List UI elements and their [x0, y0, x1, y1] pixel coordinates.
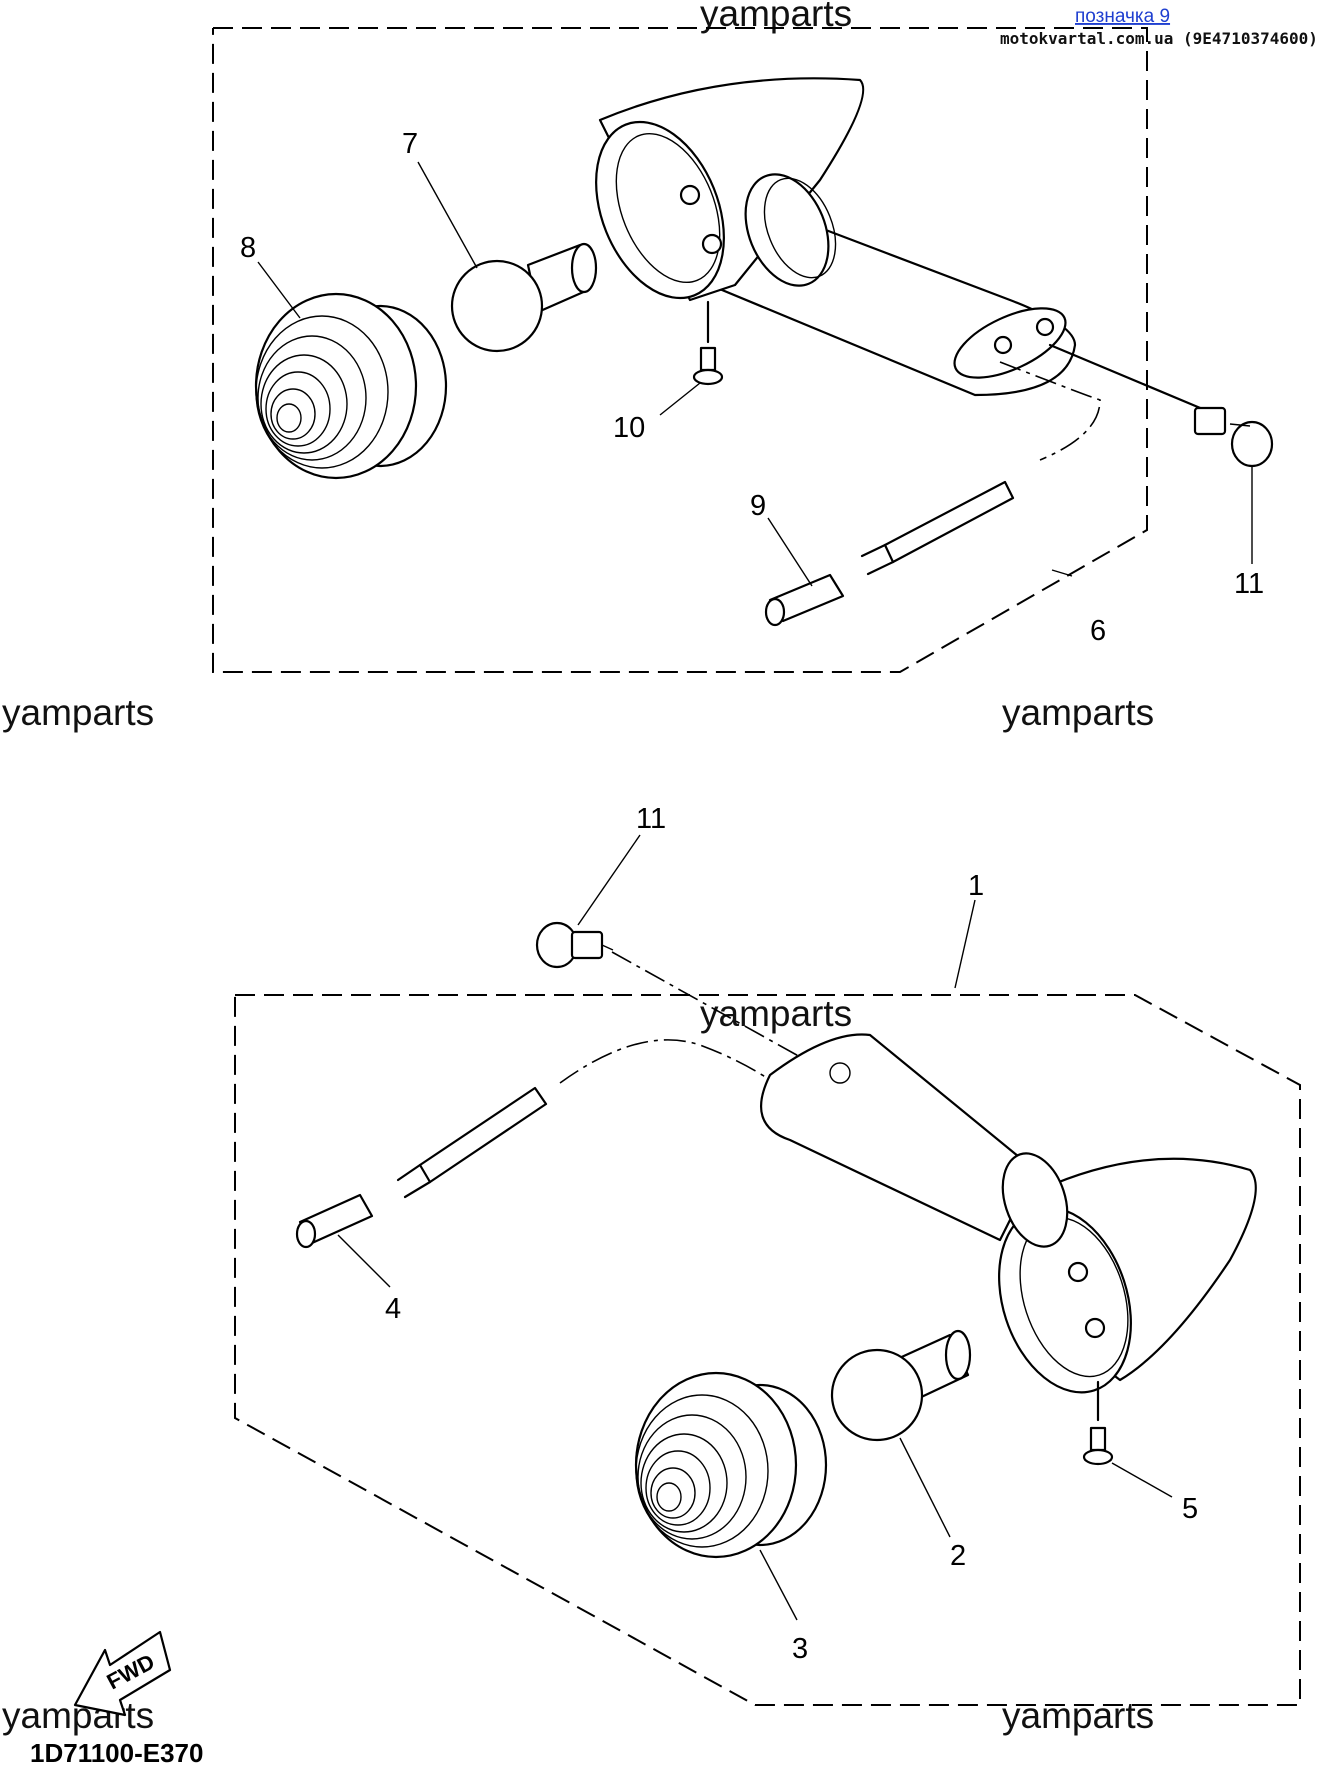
upper-bulb [450, 242, 598, 353]
upper-assembly-boundary [212, 27, 1148, 673]
watermark-mid-right: yamparts [1002, 692, 1154, 733]
watermark-bottom-right: yamparts [1002, 1695, 1154, 1736]
upper-assembly: 7 8 10 9 6 11 [212, 27, 1274, 673]
callout-8: 8 [240, 232, 256, 264]
lower-bolt [535, 921, 821, 1069]
bookmark-link[interactable]: позначка 9 [1075, 6, 1170, 27]
lower-wire [396, 1039, 771, 1199]
callout-11-bottom: 11 [636, 803, 666, 835]
callout-11-top: 11 [1234, 568, 1264, 600]
callout-10: 10 [613, 412, 645, 444]
fwd-arrow-icon [73, 1630, 172, 1717]
drawing-code: 1D71100-E370 [30, 1738, 203, 1768]
lower-assembly-boundary [234, 994, 1301, 1706]
lower-lens [634, 1371, 828, 1559]
lower-screw [1082, 1380, 1114, 1466]
lower-housing [760, 1033, 1257, 1394]
callout-4: 4 [385, 1293, 401, 1325]
upper-lens [254, 292, 448, 480]
callout-3: 3 [792, 1633, 808, 1665]
lower-bulb [830, 1329, 972, 1442]
upper-screw [692, 300, 724, 386]
callout-9: 9 [750, 490, 766, 522]
upper-connector [764, 573, 845, 627]
callout-2: 2 [950, 1540, 966, 1572]
callout-7: 7 [402, 128, 418, 160]
upper-bolt [1048, 343, 1274, 468]
callout-1: 1 [968, 870, 984, 902]
upper-housing [595, 77, 1077, 397]
watermark-center: yamparts [700, 993, 852, 1034]
callout-5: 5 [1182, 1493, 1198, 1525]
watermark-mid-left: yamparts [2, 692, 154, 733]
lower-connector [295, 1193, 374, 1249]
upper-wire [860, 361, 1101, 576]
source-line: motokvartal.com.ua (9E4710374600) [1000, 29, 1318, 48]
callout-6: 6 [1090, 615, 1106, 647]
lower-assembly: 11 1 4 5 2 3 [234, 803, 1301, 1706]
